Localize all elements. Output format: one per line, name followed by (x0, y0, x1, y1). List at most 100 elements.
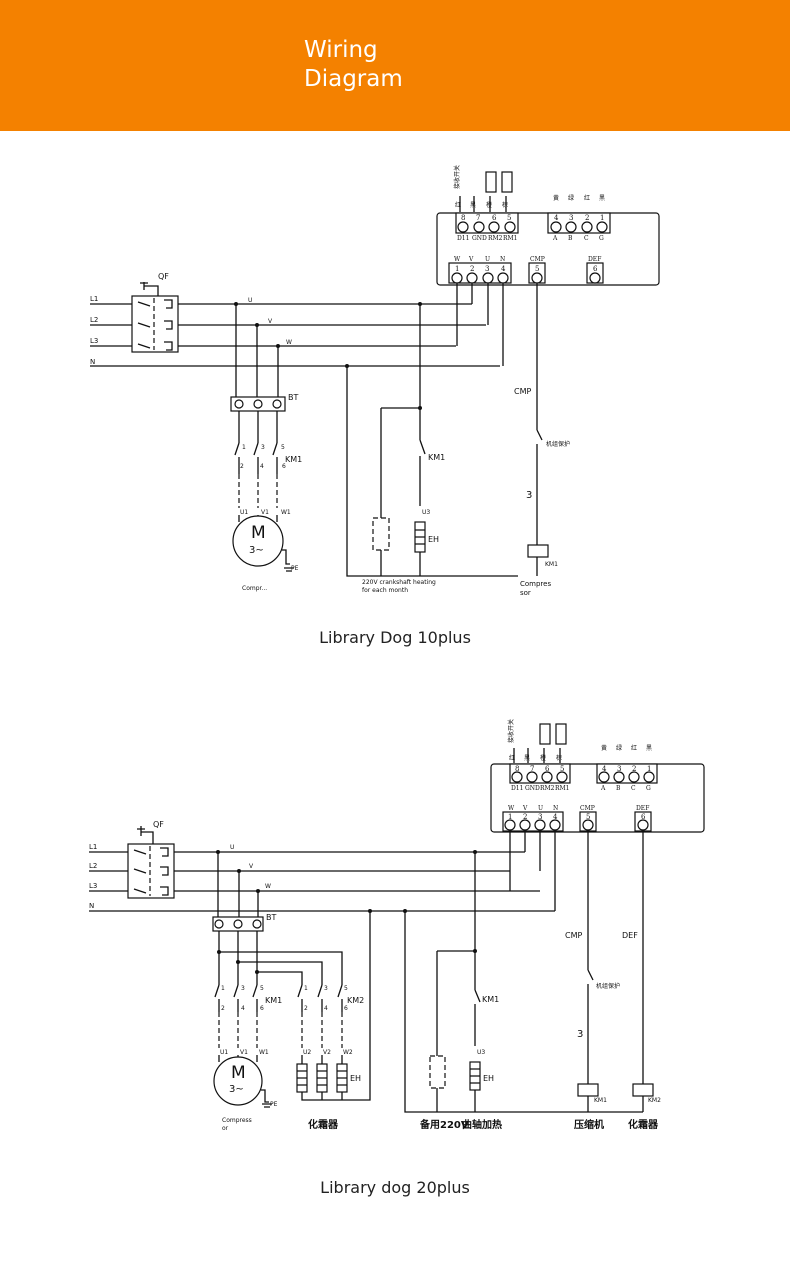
diagram-label: 红 (509, 754, 515, 762)
diagram-wire (473, 949, 477, 953)
diagram-wire (133, 849, 147, 894)
diagram-label: 绿 (616, 744, 622, 752)
heating-note-2: for each month (362, 587, 408, 594)
cmp-label: CMP (514, 387, 531, 396)
diagram-wire (178, 303, 486, 347)
diagram-label: KM2 (648, 1097, 661, 1104)
diagram-label: W1 (281, 509, 291, 516)
header-banner: Wiring Diagram (0, 0, 790, 131)
diagram-wire (301, 1055, 343, 1064)
motor-label-2: or (222, 1125, 229, 1132)
defrost-heater: U2 V2 W2 EH (296, 911, 371, 1101)
diagram-wire (531, 272, 543, 284)
diagram-wire (497, 272, 509, 284)
diagram-wire (372, 517, 390, 551)
diagram-label: U2 (303, 1049, 311, 1056)
diagram-wire (238, 411, 278, 443)
diagram-label: 5 (560, 765, 564, 773)
diagram-wire (539, 723, 551, 745)
diagram-wire (534, 819, 546, 831)
diagram-label: 1 (221, 985, 225, 992)
motor-type: 3~ (249, 545, 264, 556)
diagram-wire (556, 771, 568, 783)
diagram-label: N (553, 805, 558, 812)
diagram-label: 6 (641, 813, 646, 821)
diagram-label: CMP (530, 256, 545, 263)
compressor-note-2: sor (520, 589, 531, 597)
power-lines: L1 L2 L3 N (90, 295, 500, 367)
diagram-wire (456, 283, 504, 366)
compressor-control-branch: CMP 机组保护 3 KM1 (565, 831, 620, 1112)
diagram-wire (451, 272, 463, 284)
diagram-wire (466, 272, 478, 284)
diagram-label: U (485, 256, 490, 263)
motor-label-1: Compress (222, 1117, 252, 1124)
diagram-label: A (552, 235, 558, 242)
controller-comm-terminals: 黄 绿 红 黑 4 3 2 1 A B C G (596, 744, 658, 792)
diagram-wire (513, 748, 561, 763)
diagram-label: 3 (485, 265, 489, 273)
diagram-label: 1 (508, 813, 512, 821)
diagram-wire (482, 272, 494, 284)
diagram-label: RM2 (540, 785, 555, 792)
diagram-label: V (522, 805, 528, 812)
diagram-label: U1 (220, 1049, 228, 1056)
diagram-label: RM2 (488, 235, 503, 242)
diagram-label: 黑 (599, 195, 605, 202)
controller-top-terminals: 8 7 6 5 D11 GND RM2 RM1 (509, 763, 571, 792)
contactor-label-km2: KM2 (347, 996, 364, 1005)
diagram-label: W (265, 883, 271, 890)
diagram-wire (131, 295, 179, 353)
diagram-label: L2 (89, 862, 97, 870)
diagram-label: V (468, 256, 474, 263)
diagram-label: 1 (455, 265, 459, 273)
diagram-label: CMP (565, 931, 582, 940)
diagram-wire (234, 442, 278, 456)
diagram-wire (485, 171, 497, 193)
diagram-label: 6 (593, 265, 598, 273)
diagram-label: 7 (530, 765, 534, 773)
diagram-label: 2 (632, 765, 636, 773)
diagram-wire (301, 911, 371, 1101)
diagram-label: N (89, 902, 94, 910)
diagram-wire (404, 911, 643, 1113)
diagram-wire (140, 282, 159, 296)
diagram-wire (519, 819, 531, 831)
diagram-label: M (231, 1063, 246, 1083)
diagram-label: 橙 (540, 754, 546, 762)
diagram-label: EH (350, 1074, 361, 1083)
diagram-label: N (500, 256, 505, 263)
diagram-label: G (646, 785, 651, 792)
diagram-label: CMP (580, 805, 595, 812)
controller-power-terminals: W V U N CMP DEF 1 2 3 4 5 6 (448, 256, 604, 284)
diagram-label: 3 (577, 1029, 583, 1040)
diagram-wire (301, 1012, 343, 1048)
diagram-label: 4 (554, 214, 559, 222)
diagram-wire (587, 831, 594, 1084)
diagram-label: 5 (586, 813, 590, 821)
diagram-wire (502, 811, 564, 832)
diagram-wire (380, 407, 420, 518)
diagram-label: EH (483, 1074, 494, 1083)
diagram-wire (415, 529, 425, 545)
diagram-wire (252, 919, 262, 929)
wiring-diagram-10plus: L1 L2 L3 N QF U V W 接收开关 红 黑 橙 棕 8 7 6 (90, 165, 660, 597)
diagram-wire (137, 301, 151, 349)
diagram-label: U1 (240, 509, 248, 516)
diagram-label: 2 (523, 813, 527, 821)
compressor-motor: U1 V1 W1 M 3~ PE Compress or (213, 1049, 278, 1132)
diagram-wire (232, 515, 284, 567)
diagram-label: L3 (89, 882, 97, 890)
diagram-label: RM1 (503, 235, 517, 242)
diagram-label: G (599, 235, 604, 242)
diagram-wire (297, 984, 343, 998)
diagram-wire (613, 771, 625, 783)
diagram-wire (218, 999, 258, 1012)
defrost-control-branch: DEF KM2 (622, 831, 661, 1112)
breaker-label: QF (158, 272, 169, 281)
diagram-label: 红 (631, 744, 637, 752)
diagram-wire (297, 1070, 347, 1086)
compressor-motor: U1 V1 W1 M 3~ PE Compr... (232, 509, 299, 592)
diagram-label: U (230, 844, 234, 851)
diagram-wire (457, 221, 469, 233)
